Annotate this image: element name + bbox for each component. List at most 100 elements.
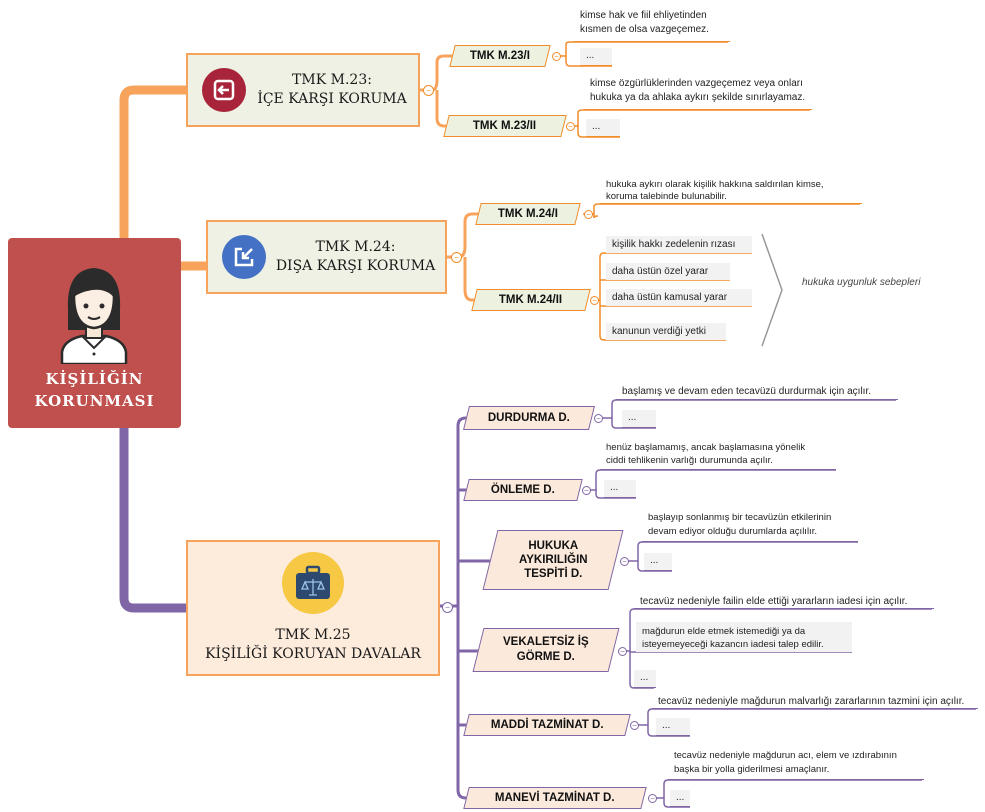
note-line2: hukuka ya da ahlaka aykırı şekilde sınır… [590,92,806,103]
node-label-line: GÖRME D. [516,651,576,663]
list-item: kanunun verdiği yetki [606,323,726,340]
note-line1: tecavüz nedeniyle mağdurun acı, elem ve … [674,750,897,761]
node-durdurma[interactable]: DURDURMA D. [463,406,595,430]
note-line2: koruma talebinde bulunabilir. [606,191,727,202]
note: tecavüz nedeniyle mağdurun malvarlığı za… [652,694,978,709]
note-line1: mağdurun elde etmek istemediği ya da [642,626,806,637]
collapse-toggle[interactable]: − [582,486,591,495]
collapse-toggle[interactable]: − [594,414,603,423]
note-line1: kimse hak ve fiil ehliyetinden [580,10,707,21]
note-line2: ciddi tehlikenin varlığı durumunda açılı… [606,455,773,466]
root-title: KİŞİLİĞİN KORUNMASI [8,368,181,412]
note: başlamış ve devam eden tecavüzü durdurma… [616,384,898,400]
branch-title-line1: TMK M.25 [275,627,351,643]
collapse-toggle[interactable]: − [566,122,575,131]
note-line1: henüz başlamamış, ancak başlamasına yöne… [606,442,806,453]
bracket-label: hukuka uygunluk sebepleri [802,277,921,288]
briefcase-scales-icon [282,552,344,614]
branch-title-line2: İÇE KARŞI KORUMA [257,91,407,107]
note-line1: başlayıp sonlanmış bir tecavüzün etkiler… [648,512,832,523]
node-label-line: ÖNLEME D. [491,483,555,496]
collapse-toggle[interactable]: − [648,794,657,803]
node-tmk-m24-2[interactable]: TMK M.24/II [471,289,591,311]
arrow-out-box-icon [222,235,266,279]
collapse-toggle[interactable]: − [584,210,593,219]
node-onleme[interactable]: ÖNLEME D. [463,479,583,501]
note: kimse hak ve fiil ehliyetinden kısmen de… [574,6,730,42]
node-tmk-m23-1[interactable]: TMK M.23/I [449,45,551,67]
node-label: TMK M.23/I [469,49,531,62]
note: hukuka aykırı olarak kişilik hakkına sal… [600,176,862,204]
node-label-line: AYKIRILIĞIN [518,554,588,566]
collapse-toggle[interactable]: − [590,296,599,305]
note-line1: kimse özgürlüklerinden vazgeçemez veya o… [590,78,803,89]
note: kimse özgürlüklerinden vazgeçemez veya o… [584,74,812,110]
collapse-toggle[interactable]: − [423,85,434,96]
note: başlayıp sonlanmış bir tecavüzün etkiler… [642,508,858,542]
branch-title-line2: KİŞİLİĞİ KORUYAN DAVALAR [205,646,421,662]
node-label: VEKALETSİZ İŞ GÖRME D. [503,635,589,665]
woman-avatar-icon [60,268,128,364]
node-tmk-m24-1[interactable]: TMK M.24/I [475,203,581,225]
note: tecavüz nedeniyle mağdurun acı, elem ve … [668,746,924,780]
root-node[interactable]: KİŞİLİĞİN KORUNMASI [8,238,181,428]
more-note[interactable]: ... [644,553,672,571]
root-title-line1: KİŞİLİĞİN [45,370,144,388]
collapse-toggle[interactable]: − [552,52,561,61]
node-label: MADDİ TAZMİNAT D. [491,718,604,733]
note-line2: devam ediyor olduğu durumlarda açılılır. [648,526,817,537]
branch-title-line1: TMK M.24: [315,239,396,255]
branch-title: TMK M.25 KİŞİLİĞİ KORUYAN DAVALAR [205,626,421,664]
note-line2: başka bir yolla giderilmesi amaçlanır. [674,764,830,775]
note: mağdurun elde etmek istemediği ya da ist… [636,622,852,652]
list-item: kişilik hakkı zedelenin rızası [606,236,752,253]
node-maddi-tazminat[interactable]: MADDİ TAZMİNAT D. [463,714,631,736]
node-label-line: HUKUKA [528,540,578,552]
root-title-line2: KORUNMASI [34,392,155,410]
list-item: daha üstün kamusal yarar [606,289,752,306]
branch-tmk-m24[interactable]: TMK M.24: DIŞA KARŞI KORUMA [206,220,447,294]
note-line2: isteyemeyeceği kazancın iadesi talep edi… [642,639,824,650]
collapse-toggle[interactable]: − [451,252,462,263]
note-line1: başlamış ve devam eden tecavüzü durdurma… [622,386,872,397]
collapse-toggle[interactable]: − [630,721,639,730]
branch-title: TMK M.23: İÇE KARŞI KORUMA [246,71,418,109]
node-vekaletsiz-is-gorme[interactable]: VEKALETSİZ İŞ GÖRME D. [472,628,620,672]
node-label-line: MANEVİ TAZMİNAT D. [495,791,615,804]
branch-title-line2: DIŞA KARŞI KORUMA [275,258,436,274]
more-note[interactable]: ... [634,670,656,688]
branch-title-line1: TMK M.23: [292,72,372,88]
branch-tmk-m25[interactable]: TMK M.25 KİŞİLİĞİ KORUYAN DAVALAR [186,540,440,676]
collapse-toggle[interactable]: − [618,647,627,656]
more-note[interactable]: ... [656,718,690,736]
note: tecavüz nedeniyle failin elde ettiği yar… [634,594,934,609]
node-hukuka-aykiriligin[interactable]: HUKUKA AYKIRILIĞIN TESPİTİ D. [482,530,624,590]
list-item: daha üstün özel yarar [606,263,730,280]
node-manevi-tazminat[interactable]: MANEVİ TAZMİNAT D. [463,787,647,809]
node-label: TMK M.24/I [497,207,559,220]
node-label: HUKUKA AYKIRILIĞIN TESPİTİ D. [519,539,588,581]
note-line1: hukuka aykırı olarak kişilik hakkına sal… [606,179,824,190]
more-note[interactable]: ... [580,48,612,66]
note-line2: kısmen de olsa vazgeçemez. [580,24,709,35]
node-label: ÖNLEME D. [491,483,555,498]
note-line1: tecavüz nedeniyle mağdurun malvarlığı za… [658,696,965,707]
node-label: TMK M.23/II [473,119,537,132]
more-note[interactable]: ... [670,790,690,807]
branch-title: TMK M.24: DIŞA KARŞI KORUMA [266,238,445,276]
node-label: MANEVİ TAZMİNAT D. [495,791,615,806]
node-label-line: DURDURMA D. [488,411,570,424]
branch-tmk-m23[interactable]: TMK M.23: İÇE KARŞI KORUMA [186,53,420,127]
more-note[interactable]: ... [586,119,620,137]
node-label: DURDURMA D. [488,411,570,426]
node-label-line: VEKALETSİZ İŞ [503,636,589,648]
more-note[interactable]: ... [622,410,656,428]
collapse-toggle[interactable]: − [620,557,629,566]
collapse-toggle[interactable]: − [442,602,453,613]
more-note[interactable]: ... [604,480,636,498]
node-label-line: MADDİ TAZMİNAT D. [490,718,604,731]
node-label: TMK M.24/II [499,293,563,306]
node-tmk-m23-2[interactable]: TMK M.23/II [443,115,567,137]
node-label-line: TESPİTİ D. [523,568,583,580]
note: henüz başlamamış, ancak başlamasına yöne… [600,438,836,470]
